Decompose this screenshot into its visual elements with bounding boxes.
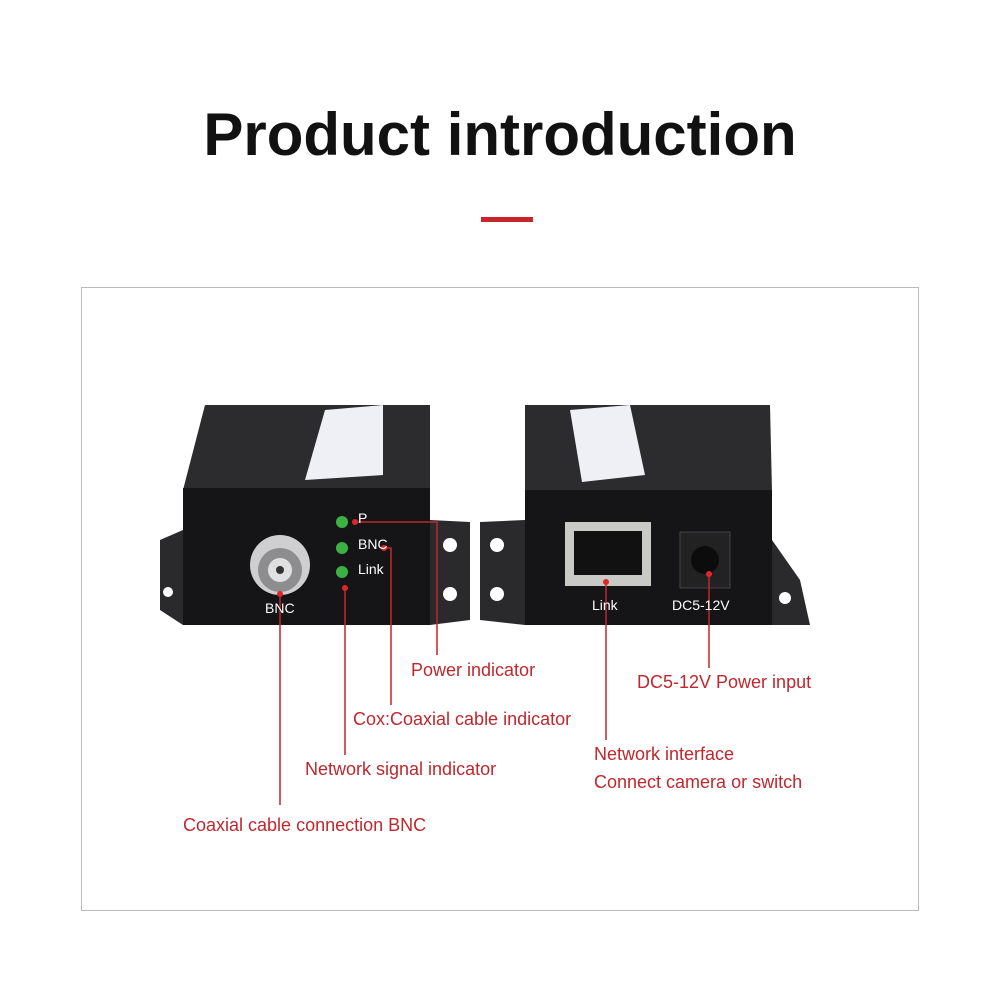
- callout-network-interface: Network interface: [594, 744, 735, 764]
- left-mount-flange-right: [430, 520, 470, 625]
- callout-network-signal: Network signal indicator: [305, 759, 497, 779]
- callout-bnc-connection: Coaxial cable connection BNC: [183, 815, 427, 835]
- page-title: Product introduction: [203, 101, 797, 168]
- callout-power-indicator: Power indicator: [411, 660, 536, 680]
- led-bnc: [336, 542, 348, 554]
- bnc-port-label: BNC: [265, 600, 295, 616]
- callout-network-interface-desc: Connect camera or switch: [594, 772, 803, 792]
- diagram-frame: [81, 287, 919, 911]
- led-label-link: Link: [358, 561, 384, 577]
- right-mount-flange-left: [480, 520, 525, 625]
- callout-coax-indicator: Cox:Coaxial cable indicator: [353, 709, 572, 729]
- callout-dc-power: DC5-12V Power input: [637, 672, 812, 692]
- title-accent-bar: [481, 217, 533, 222]
- led-power: [336, 516, 348, 528]
- led-label-bnc: BNC: [358, 536, 388, 552]
- led-link: [336, 566, 348, 578]
- callout-lines: [279, 521, 710, 805]
- right-mount-flange-right: [772, 540, 810, 625]
- left-mount-flange: [160, 530, 183, 625]
- coax-transmitter-unit: [183, 405, 430, 625]
- rj45-port-label: Link: [592, 597, 618, 613]
- ethernet-receiver-unit: [525, 405, 772, 625]
- led-label-p: P: [358, 510, 368, 526]
- dc-port-label: DC5-12V: [672, 597, 730, 613]
